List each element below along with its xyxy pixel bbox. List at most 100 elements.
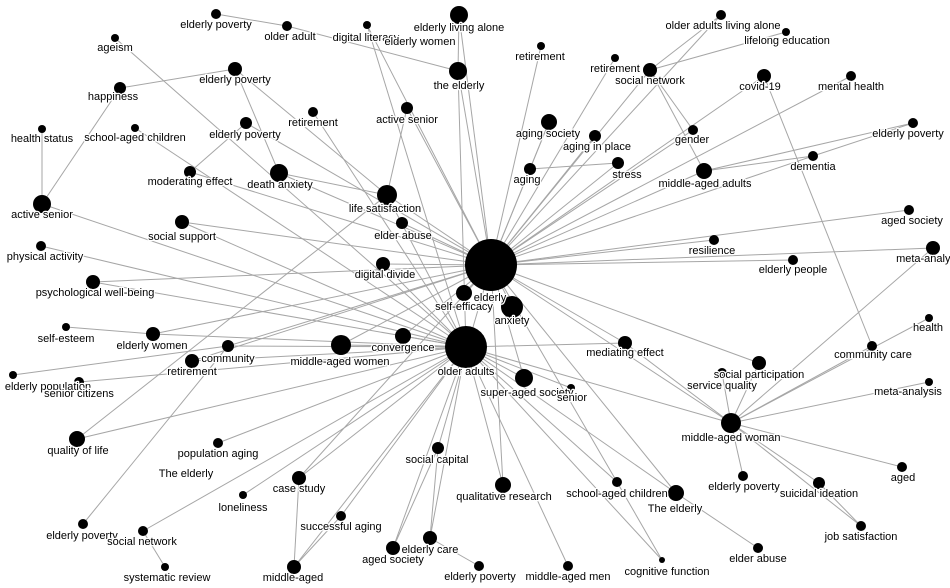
- edge-older-adults-living-alone--social-network: [649, 14, 722, 71]
- node-social-support[interactable]: [175, 215, 189, 229]
- node-middle-aged-adults[interactable]: [696, 163, 712, 179]
- node-ageism[interactable]: [111, 34, 119, 42]
- node-elderly-poverty[interactable]: [211, 9, 221, 19]
- node-population-aging[interactable]: [213, 438, 223, 448]
- node-aging[interactable]: [524, 163, 536, 175]
- node-anxiety[interactable]: [501, 296, 523, 318]
- node-label-elder-abuse: elder abuse: [374, 230, 432, 242]
- node-senior-citizens[interactable]: [74, 377, 84, 387]
- node-loneliness[interactable]: [239, 491, 247, 499]
- node-retirement[interactable]: [611, 54, 619, 62]
- node-health-status[interactable]: [38, 125, 46, 133]
- node-school-aged-children[interactable]: [131, 124, 139, 132]
- node-meta-analysis[interactable]: [925, 378, 933, 386]
- node-case-study[interactable]: [292, 471, 306, 485]
- node-elderly-poverty[interactable]: [908, 118, 918, 128]
- node-senior[interactable]: [567, 384, 575, 392]
- node-label-meta-analysis: meta-analysis: [896, 253, 950, 265]
- node-older-adult[interactable]: [282, 21, 292, 31]
- node-layer: [9, 6, 940, 574]
- node-retirement[interactable]: [185, 354, 199, 368]
- node-moderating-effect[interactable]: [184, 166, 196, 178]
- node-aged-society[interactable]: [386, 541, 400, 555]
- node-middle-aged-woman[interactable]: [721, 413, 741, 433]
- node-physical-activity[interactable]: [36, 241, 46, 251]
- node-label-moderating-effect: moderating effect: [148, 176, 233, 188]
- node-older-adults-living-alone[interactable]: [716, 10, 726, 20]
- node-elderly-poverty[interactable]: [78, 519, 88, 529]
- node-service-quality[interactable]: [717, 368, 727, 378]
- node-health[interactable]: [925, 314, 933, 322]
- edge-elderly-poverty--middle-aged-adults: [703, 122, 914, 172]
- edge-middle-aged--older-adults: [293, 346, 467, 568]
- node-dementia[interactable]: [808, 151, 818, 161]
- edge-elderly-care--elderly-poverty: [429, 537, 480, 567]
- node-older-adults[interactable]: [445, 326, 487, 368]
- node-aged-society[interactable]: [904, 205, 914, 215]
- node-elderly-poverty[interactable]: [738, 471, 748, 481]
- node-aged[interactable]: [897, 462, 907, 472]
- node-qualitative-research[interactable]: [495, 477, 511, 493]
- node-label-retirement: retirement: [515, 51, 565, 63]
- node-resilience[interactable]: [709, 235, 719, 245]
- node-systematic-review[interactable]: [161, 563, 169, 571]
- node-life-satisfaction[interactable]: [377, 185, 397, 205]
- node-retirement[interactable]: [308, 107, 318, 117]
- node-elderly-population[interactable]: [9, 371, 17, 379]
- node-label-meta-analysis: meta-analysis: [874, 386, 942, 398]
- node-stress[interactable]: [612, 157, 624, 169]
- node-psychological-well-being[interactable]: [86, 275, 100, 289]
- node-the-elderly[interactable]: [449, 62, 467, 80]
- node-convergence[interactable]: [395, 328, 411, 344]
- node-mental-health[interactable]: [846, 71, 856, 81]
- node-elderly-poverty[interactable]: [240, 117, 252, 129]
- node-retirement[interactable]: [537, 42, 545, 50]
- node-elderly-care[interactable]: [423, 531, 437, 545]
- node-social-network[interactable]: [643, 63, 657, 77]
- node-community-care[interactable]: [867, 341, 877, 351]
- node-social-capital[interactable]: [432, 442, 444, 454]
- node-mediating-effect[interactable]: [618, 336, 632, 350]
- node-label-physical-activity: physical activity: [7, 251, 84, 263]
- edge-the-elderly--older-adults: [465, 346, 677, 494]
- node-self-esteem[interactable]: [62, 323, 70, 331]
- node-elder-abuse[interactable]: [396, 217, 408, 229]
- node-aging-society[interactable]: [541, 114, 557, 130]
- node-elderly-poverty[interactable]: [474, 561, 484, 571]
- node-elderly-women[interactable]: [146, 327, 160, 341]
- node-social-participation[interactable]: [752, 356, 766, 370]
- node-community[interactable]: [222, 340, 234, 352]
- node-super-aged-society[interactable]: [515, 369, 533, 387]
- node-active-senior[interactable]: [401, 102, 413, 114]
- node-job-satisfaction[interactable]: [856, 521, 866, 531]
- node-elderly-people[interactable]: [788, 255, 798, 265]
- node-label-elderly-women: elderly women: [385, 36, 456, 48]
- node-elderly-poverty[interactable]: [228, 62, 242, 76]
- node-aging-in-place[interactable]: [589, 130, 601, 142]
- node-school-aged-children[interactable]: [612, 477, 622, 487]
- node-middle-aged-women[interactable]: [331, 335, 351, 355]
- node-death-anxiety[interactable]: [270, 164, 288, 182]
- node-label-the-elderly: The elderly: [648, 503, 703, 515]
- node-elderly[interactable]: [465, 239, 517, 291]
- node-digital-literacy[interactable]: [363, 21, 371, 29]
- node-digital-divide[interactable]: [376, 257, 390, 271]
- node-suicidal-ideation[interactable]: [813, 477, 825, 489]
- node-middle-aged-men[interactable]: [563, 561, 573, 571]
- node-quality-of-life[interactable]: [69, 431, 85, 447]
- node-elderly-living-alone[interactable]: [450, 6, 468, 24]
- node-lifelong-education[interactable]: [782, 28, 790, 36]
- node-successful-aging[interactable]: [336, 511, 346, 521]
- node-covid-19[interactable]: [757, 69, 771, 83]
- node-elder-abuse[interactable]: [753, 543, 763, 553]
- node-self-efficacy[interactable]: [456, 285, 472, 301]
- node-gender[interactable]: [688, 125, 698, 135]
- node-active-senior[interactable]: [33, 195, 51, 213]
- node-social-network[interactable]: [138, 526, 148, 536]
- node-cognitive-function[interactable]: [659, 557, 665, 563]
- node-happiness[interactable]: [114, 82, 126, 94]
- node-meta-analysis[interactable]: [926, 241, 940, 255]
- edge-death-anxiety--elderly: [278, 172, 492, 266]
- node-middle-aged[interactable]: [287, 560, 301, 574]
- node-the-elderly[interactable]: [668, 485, 684, 501]
